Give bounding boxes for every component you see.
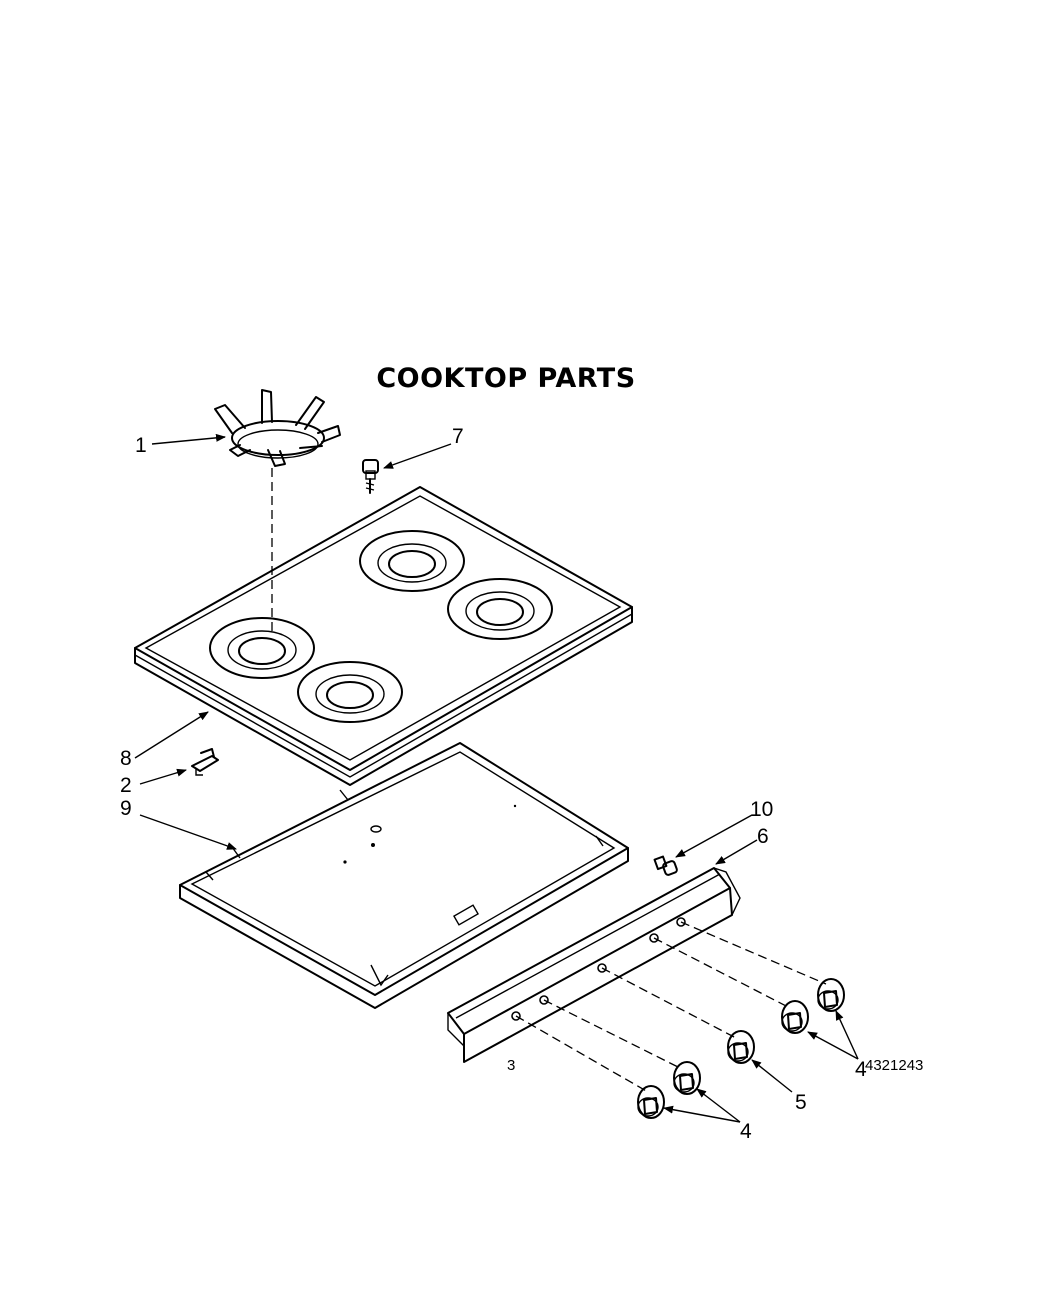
burner-box <box>179 742 629 1009</box>
knob-leader-3 <box>601 967 737 1039</box>
control-knob <box>727 1030 755 1064</box>
callout-label-4-right: 4 <box>855 1058 867 1081</box>
callout-label-7: 7 <box>452 425 464 448</box>
fitting <box>653 855 678 876</box>
cooktop <box>134 486 633 786</box>
callout-label-2: 2 <box>120 774 132 797</box>
control-knob <box>817 978 845 1012</box>
callout-label-9: 9 <box>120 797 132 820</box>
knob-leader-4 <box>653 937 791 1009</box>
control-knob <box>781 1000 809 1034</box>
callout-label-8: 8 <box>120 747 132 770</box>
burner-well-right-rear <box>447 578 553 640</box>
knob-leader-5 <box>680 921 827 985</box>
clip <box>191 748 219 776</box>
callout-label-6: 6 <box>757 825 769 848</box>
callout-label-4-left: 4 <box>740 1120 752 1143</box>
manifold-panel <box>447 867 741 1063</box>
callout-label-1: 1 <box>135 434 147 457</box>
document-number: 4321243 <box>865 1057 924 1074</box>
knob-leader-1 <box>515 1015 649 1093</box>
burner-well-left-rear <box>359 530 465 592</box>
burner-well-left-front <box>209 617 315 679</box>
burner-well-center-front <box>297 661 403 723</box>
burner-grate <box>214 389 341 467</box>
callout-label-10: 10 <box>750 798 773 821</box>
screw <box>362 459 379 494</box>
knob-leader-2 <box>543 999 681 1069</box>
callout-arrows <box>134 433 859 1123</box>
callout-label-5: 5 <box>795 1091 807 1114</box>
diagram-title: COOKTOP PARTS <box>376 363 636 394</box>
control-knob <box>673 1061 701 1095</box>
control-knob <box>637 1085 665 1119</box>
page-number: 3 <box>507 1057 516 1074</box>
